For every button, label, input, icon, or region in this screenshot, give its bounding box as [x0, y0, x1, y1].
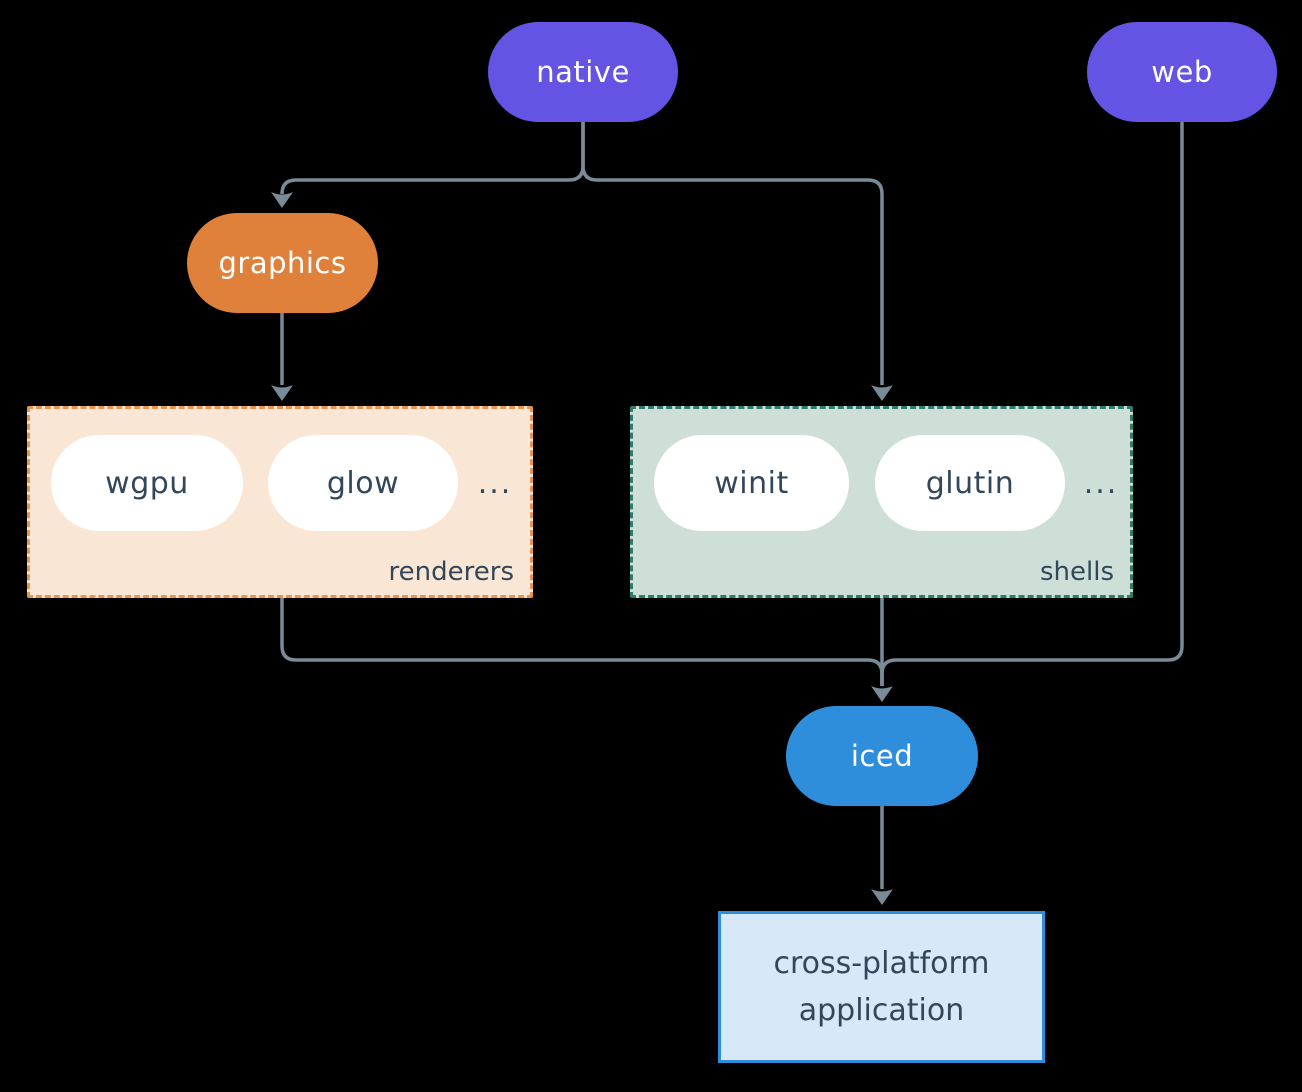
- node-winit: winit: [654, 435, 849, 531]
- arrowhead-renderers: [271, 385, 293, 401]
- node-iced-label: iced: [850, 739, 914, 773]
- arrowhead-shells: [871, 385, 893, 401]
- edge-web-to-iced: [880, 122, 1184, 686]
- shells-group-label: shells: [1039, 557, 1114, 587]
- shells-ellipsis: ...: [1083, 465, 1119, 501]
- renderers-ellipsis: ...: [477, 465, 513, 501]
- node-native-label: native: [536, 55, 630, 89]
- edge-native-to-shells: [581, 122, 884, 385]
- arrowhead-graphics: [271, 192, 293, 208]
- group-renderers: wgpu glow ... renderers: [27, 406, 533, 598]
- node-iced: iced: [786, 706, 978, 806]
- application-label-line2: application: [798, 993, 965, 1028]
- application-label-line1: cross-platform: [773, 946, 990, 981]
- group-shells: winit glutin ... shells: [630, 406, 1133, 598]
- node-web-label: web: [1151, 55, 1213, 89]
- node-graphics-label: graphics: [218, 246, 347, 280]
- node-wgpu: wgpu: [51, 435, 243, 531]
- node-glutin-label: glutin: [925, 465, 1015, 501]
- arrowhead-iced: [871, 686, 893, 702]
- node-winit-label: winit: [714, 465, 789, 501]
- node-glow: glow: [268, 435, 458, 531]
- arrowhead-application: [871, 889, 893, 905]
- node-glow-label: glow: [326, 465, 400, 501]
- node-glutin: glutin: [875, 435, 1065, 531]
- node-native: native: [488, 22, 678, 122]
- node-graphics: graphics: [187, 213, 378, 313]
- edge-renderers-to-iced: [280, 598, 884, 686]
- edge-native-to-graphics: [280, 122, 585, 195]
- renderers-group-label: renderers: [388, 557, 514, 587]
- node-application: cross-platform application: [718, 911, 1045, 1063]
- node-web: web: [1087, 22, 1277, 122]
- node-wgpu-label: wgpu: [105, 465, 189, 501]
